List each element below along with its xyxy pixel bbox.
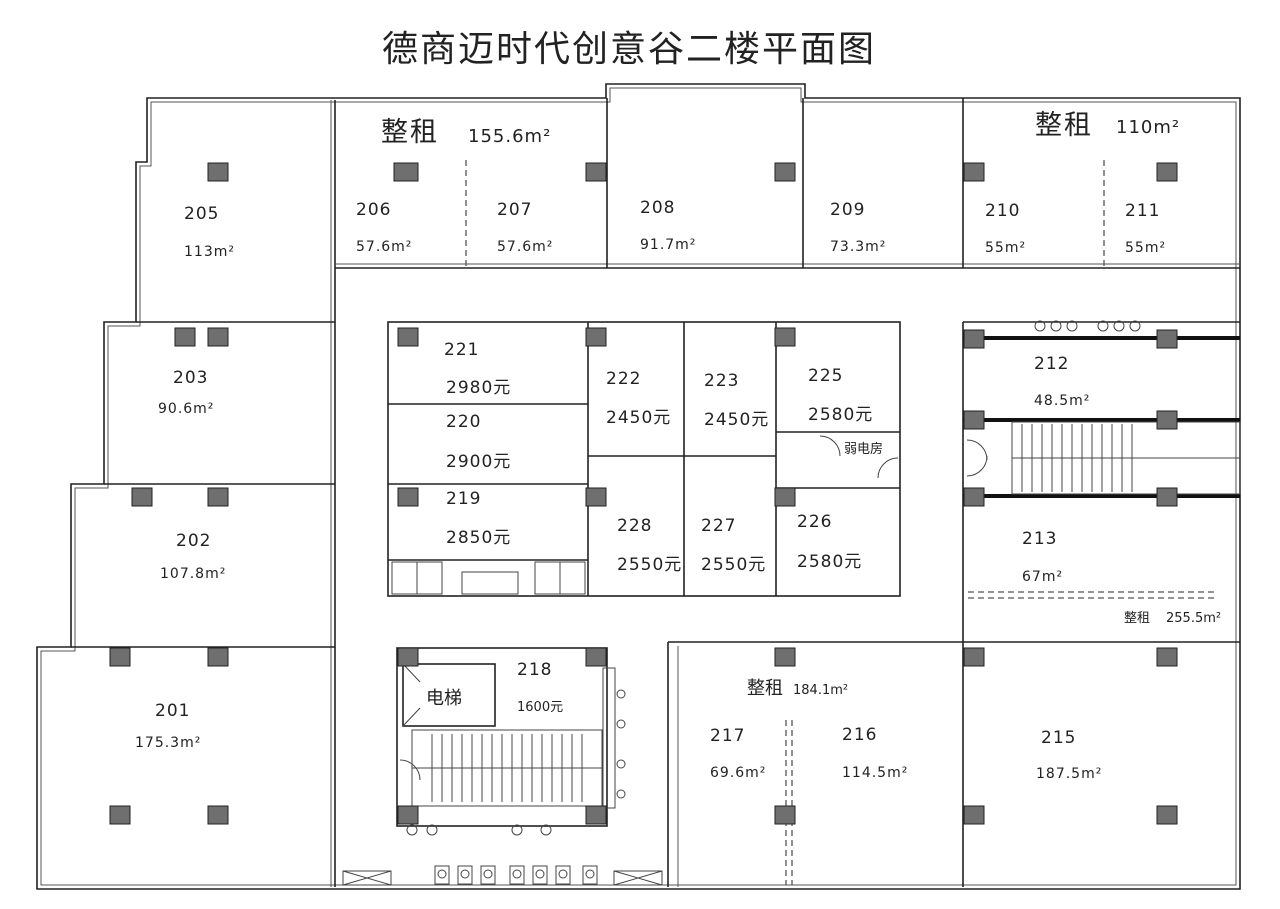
- room-223-number: 223: [704, 371, 739, 391]
- sink-icon: [1066, 320, 1078, 332]
- room-212-number: 212: [1034, 354, 1069, 374]
- room-210-area: 55m²: [985, 240, 1026, 256]
- toilet-bowl: [483, 869, 493, 879]
- toilet-icon: [582, 865, 598, 885]
- whole-rent-area-b: 110m²: [1116, 117, 1180, 138]
- room-213-number: 213: [1022, 529, 1057, 549]
- room-207-area: 57.6m²: [497, 239, 553, 255]
- room-208-area: 91.7m²: [640, 237, 696, 253]
- whole-rent-label-b: 整租: [1035, 110, 1093, 141]
- room-225-number: 225: [808, 366, 843, 386]
- toilet-icon: [509, 865, 525, 885]
- basin-icon: [511, 824, 523, 836]
- toilet-bowl: [535, 869, 545, 879]
- plan-title: 德商迈时代创意谷二楼平面图: [382, 29, 876, 70]
- whole-rent-label-c: 整租: [1124, 611, 1150, 626]
- room-226-price: 2580元: [797, 552, 862, 572]
- room-209-number: 209: [830, 200, 865, 220]
- right-block: [962, 320, 1241, 887]
- room-221-number: 221: [444, 340, 479, 360]
- room-216-number: 216: [842, 725, 877, 745]
- room-211-number: 211: [1125, 201, 1160, 221]
- room-205-area: 113m²: [184, 244, 235, 260]
- room-217-area: 69.6m²: [710, 765, 766, 781]
- room-221-price: 2980元: [446, 378, 511, 398]
- toilet-bowl: [558, 869, 568, 879]
- room-219-number: 219: [446, 489, 481, 509]
- room-227-number: 227: [701, 516, 736, 536]
- sink-icon: [1050, 320, 1062, 332]
- toilet-bowl: [437, 869, 447, 879]
- room-206-area: 57.6m²: [356, 239, 412, 255]
- room-222-number: 222: [606, 369, 641, 389]
- room-219-price: 2850元: [446, 528, 511, 548]
- room-215-area: 187.5m²: [1036, 766, 1102, 782]
- room-220-number: 220: [446, 412, 481, 432]
- top-rooms: [335, 98, 1240, 269]
- elevator-label: 电梯: [426, 688, 462, 709]
- room-227-price: 2550元: [701, 555, 766, 575]
- basin-icon: [406, 824, 418, 836]
- room-207-number: 207: [497, 200, 532, 220]
- sink-icon: [1113, 320, 1125, 332]
- basin-icon: [540, 824, 552, 836]
- toilet-bowl: [512, 869, 522, 879]
- room-222-price: 2450元: [606, 408, 671, 428]
- building-outline: [36, 83, 1241, 890]
- whole-rent-area-c: 255.5m²: [1166, 611, 1221, 626]
- toilet-icon: [457, 865, 473, 885]
- room-225-price: 2580元: [808, 405, 873, 425]
- room-223-price: 2450元: [704, 410, 769, 430]
- whole-rent-area-d: 184.1m²: [793, 683, 848, 698]
- room-208-number: 208: [640, 198, 675, 218]
- room-203-area: 90.6m²: [158, 401, 214, 417]
- columns: [109, 162, 1178, 825]
- room-217-number: 217: [710, 726, 745, 746]
- room-220-price: 2900元: [446, 452, 511, 472]
- room-215-number: 215: [1041, 728, 1076, 748]
- room-202-number: 202: [176, 531, 211, 551]
- room-210-number: 210: [985, 201, 1020, 221]
- room-211-area: 55m²: [1125, 240, 1166, 256]
- sink-icon: [1097, 320, 1109, 332]
- toilet-icon: [555, 865, 571, 885]
- weak-current-room-label: 弱电房: [844, 441, 883, 457]
- room-228-price: 2550元: [617, 555, 682, 575]
- whole-rent-label-d: 整租: [747, 678, 783, 699]
- room-201-area: 175.3m²: [135, 735, 201, 751]
- room-202-area: 107.8m²: [160, 566, 226, 582]
- toilet-icon: [434, 865, 450, 885]
- toilet-bowl: [585, 869, 595, 879]
- room-218-price: 1600元: [517, 700, 563, 715]
- basin-icon: [426, 824, 438, 836]
- room-206-number: 206: [356, 200, 391, 220]
- room-203-number: 203: [173, 368, 208, 388]
- sink-icon: [1034, 320, 1046, 332]
- toilet-icon: [532, 865, 548, 885]
- whole-rent-area-a: 155.6m²: [468, 126, 551, 147]
- room-216-area: 114.5m²: [842, 765, 908, 781]
- building-outline-inner: [40, 87, 1237, 886]
- left-rooms: [71, 100, 336, 887]
- bottom-block: [342, 641, 963, 887]
- toilet-icon: [480, 865, 496, 885]
- room-209-area: 73.3m²: [830, 239, 886, 255]
- room-205-number: 205: [184, 204, 219, 224]
- room-218-number: 218: [517, 660, 552, 680]
- room-213-area: 67m²: [1022, 569, 1063, 585]
- central-block: [387, 321, 901, 597]
- room-212-area: 48.5m²: [1034, 393, 1090, 409]
- room-226-number: 226: [797, 512, 832, 532]
- room-201-number: 201: [155, 701, 190, 721]
- whole-rent-label-a: 整租: [381, 117, 439, 148]
- toilet-bowl: [460, 869, 470, 879]
- room-228-number: 228: [617, 516, 652, 536]
- sink-icon: [1129, 320, 1141, 332]
